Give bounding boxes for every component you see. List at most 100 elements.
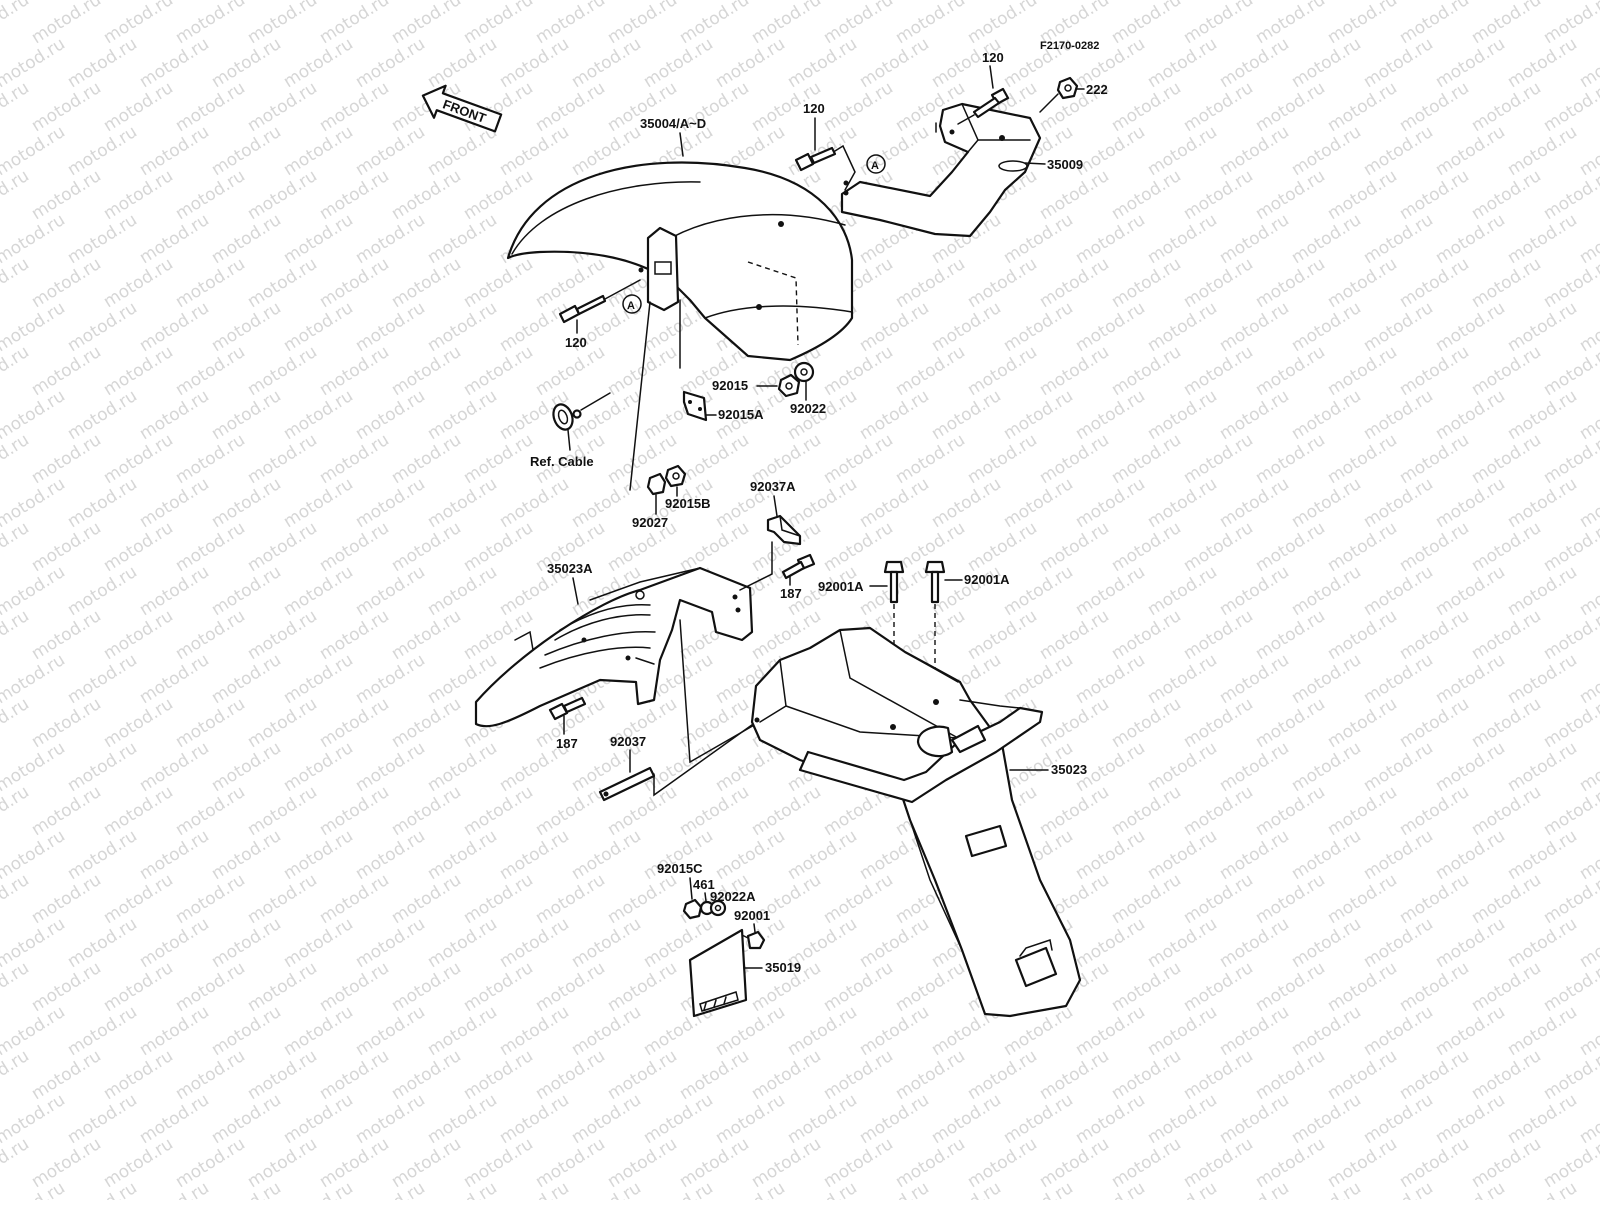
watermark-text: motod.ru	[1216, 914, 1293, 972]
watermark-text: motod.ru	[1180, 166, 1257, 224]
watermark-text: motod.ru	[964, 1046, 1041, 1104]
watermark-text: motod.ru	[1468, 0, 1545, 48]
watermark-text: motod.ru	[352, 650, 429, 708]
watermark-text: motod.ru	[532, 342, 609, 400]
watermark-text: motod.ru	[64, 1002, 141, 1060]
watermark-text: motod.ru	[1432, 650, 1509, 708]
label-461: 461	[693, 877, 715, 892]
watermark-text: motod.ru	[100, 870, 177, 928]
watermark-text: motod.ru	[1324, 518, 1401, 576]
watermark-text: motod.ru	[208, 386, 285, 444]
watermark-text: motod.ru	[1288, 210, 1365, 268]
watermark-text: motod.ru	[856, 1178, 933, 1200]
watermark-text: motod.ru	[136, 386, 213, 444]
watermark-text: motod.ru	[208, 34, 285, 92]
watermark-text: motod.ru	[1108, 1046, 1185, 1104]
watermark-text: motod.ru	[1252, 1134, 1329, 1192]
label-35023: 35023	[1051, 762, 1087, 777]
watermark-text: motod.ru	[136, 1002, 213, 1060]
watermark-text: motod.ru	[172, 518, 249, 576]
watermark-text: motod.ru	[316, 518, 393, 576]
watermark-text: motod.ru	[1000, 1090, 1077, 1148]
watermark-text: motod.ru	[424, 1002, 501, 1060]
watermark-text: motod.ru	[208, 298, 285, 356]
watermark-text: motod.ru	[100, 694, 177, 752]
watermark-text: motod.ru	[712, 1178, 789, 1200]
watermark-text: motod.ru	[1360, 122, 1437, 180]
watermark-text: motod.ru	[712, 826, 789, 884]
watermark-text: motod.ru	[640, 1090, 717, 1148]
watermark-text: motod.ru	[1324, 870, 1401, 928]
watermark-text: motod.ru	[676, 518, 753, 576]
watermark-text: motod.ru	[172, 1134, 249, 1192]
watermark-text: motod.ru	[136, 474, 213, 532]
watermark-text: motod.ru	[280, 210, 357, 268]
watermark-text: motod.ru	[100, 166, 177, 224]
bolt-120-left	[558, 279, 641, 324]
watermark-text: motod.ru	[280, 738, 357, 796]
watermark-text: motod.ru	[496, 1178, 573, 1200]
watermark-text: motod.ru	[64, 122, 141, 180]
watermark-text: motod.ru	[1288, 34, 1365, 92]
watermark-text: motod.ru	[1036, 430, 1113, 488]
watermark-text: motod.ru	[280, 826, 357, 884]
watermark-text: motod.ru	[100, 782, 177, 840]
watermark-text: motod.ru	[1432, 738, 1509, 796]
watermark-text: motod.ru	[1288, 1002, 1365, 1060]
watermark-text: motod.ru	[1144, 650, 1221, 708]
watermark-text: motod.ru	[676, 782, 753, 840]
ref-marker-a-bracket	[866, 154, 886, 174]
watermark-text: motod.ru	[1360, 562, 1437, 620]
watermark-text: motod.ru	[352, 1178, 429, 1200]
watermark-text: motod.ru	[100, 518, 177, 576]
watermark-text: motod.ru	[172, 782, 249, 840]
reflector-35019	[688, 928, 748, 1018]
watermark-text: motod.ru	[136, 122, 213, 180]
watermark-text: motod.ru	[1504, 1090, 1581, 1148]
watermark-text: motod.ru	[1396, 518, 1473, 576]
watermark-text: motod.ru	[208, 122, 285, 180]
watermark-text: motod.ru	[1324, 1046, 1401, 1104]
watermark-text: motod.ru	[172, 430, 249, 488]
watermark-text: motod.ru	[136, 1090, 213, 1148]
watermark-text: motod.ru	[1324, 166, 1401, 224]
watermark-text: motod.ru	[1396, 0, 1473, 48]
watermark-text: motod.ru	[1072, 122, 1149, 180]
watermark-text: motod.ru	[532, 782, 609, 840]
watermark-text: motod.ru	[1252, 606, 1329, 664]
watermark-text: motod.ru	[136, 210, 213, 268]
watermark-text: motod.ru	[1288, 650, 1365, 708]
label-92001a-right: 92001A	[964, 572, 1010, 587]
watermark-text: motod.ru	[208, 562, 285, 620]
watermark-text: motod.ru	[1468, 166, 1545, 224]
diagram-code: F2170-0282	[1040, 40, 1099, 52]
watermark-text: motod.ru	[460, 0, 537, 48]
watermark-text: motod.ru	[1072, 1178, 1149, 1200]
watermark-text: motod.ru	[820, 430, 897, 488]
watermark-text: motod.ru	[1036, 342, 1113, 400]
watermark-text: motod.ru	[1144, 474, 1221, 532]
nut-92015c	[682, 898, 703, 920]
watermark-text: motod.ru	[1216, 122, 1293, 180]
watermark-text: motod.ru	[820, 958, 897, 1016]
watermark-text: motod.ru	[208, 1002, 285, 1060]
watermark-text: motod.ru	[1036, 1046, 1113, 1104]
watermark-text: motod.ru	[1252, 518, 1329, 576]
watermark-text: motod.ru	[964, 606, 1041, 664]
watermark-text: motod.ru	[1108, 342, 1185, 400]
watermark-text: motod.ru	[1144, 826, 1221, 884]
watermark-text: motod.ru	[1396, 254, 1473, 312]
watermark-text: motod.ru	[1504, 210, 1581, 268]
watermark-text: motod.ru	[388, 694, 465, 752]
watermark-text: motod.ru	[1144, 386, 1221, 444]
watermark-text: motod.ru	[1504, 1178, 1581, 1200]
watermark-text: motod.ru	[172, 958, 249, 1016]
watermark-text: motod.ru	[424, 914, 501, 972]
watermark-text: motod.ru	[604, 1046, 681, 1104]
label-92022: 92022	[790, 401, 826, 416]
watermark-text: motod.ru	[1000, 298, 1077, 356]
watermark-text: motod.ru	[1216, 650, 1293, 708]
watermark-text: motod.ru	[1504, 386, 1581, 444]
label-35009: 35009	[1047, 157, 1083, 172]
ref-marker-a-fender-text: A	[627, 300, 635, 312]
